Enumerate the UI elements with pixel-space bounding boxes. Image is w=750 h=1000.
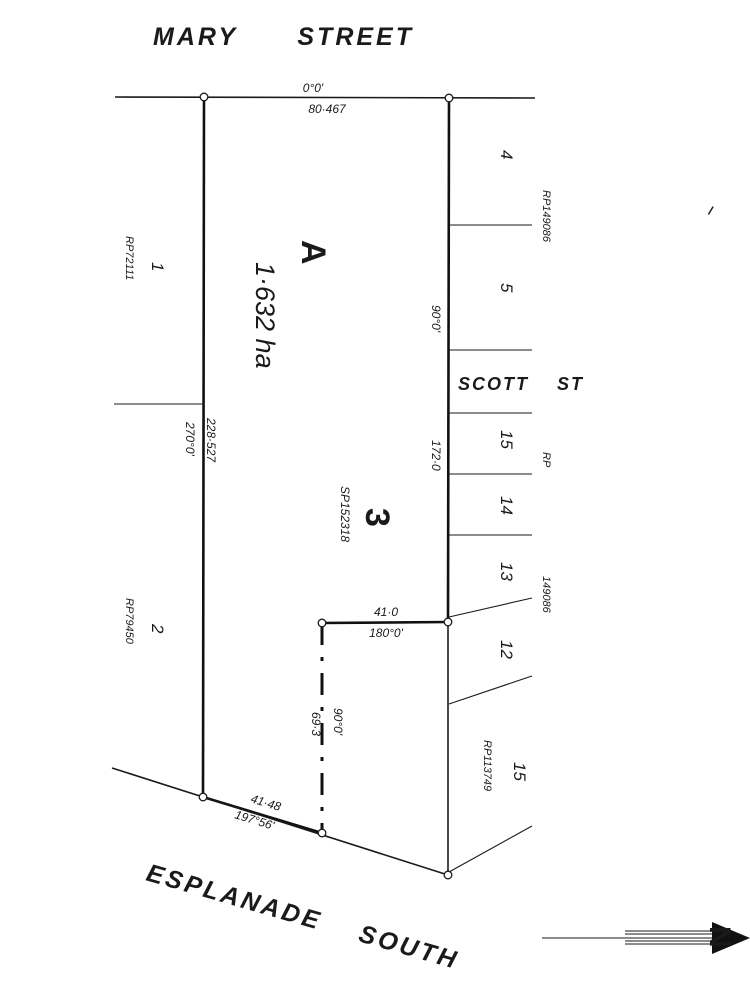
corner-marker — [444, 93, 454, 103]
lot2-plan: RP79450 — [123, 598, 135, 645]
west-distance: 228·527 — [204, 417, 218, 463]
lot2-number: 2 — [148, 623, 167, 634]
corner-marker — [443, 617, 453, 627]
corner-marker — [199, 92, 209, 102]
corner-marker — [317, 618, 327, 628]
lot1-plan: RP72111 — [123, 236, 135, 280]
inner-distance: 69·3 — [309, 712, 323, 736]
plan-149086-mid: 149086 — [540, 576, 552, 614]
corner-marker — [443, 870, 453, 880]
esplanade-boundary — [111, 767, 449, 876]
lot4-number: 4 — [497, 150, 516, 159]
stray-mark: ı — [706, 200, 717, 219]
lot12-lot15-divider — [448, 675, 533, 705]
north-arrow-label: N — [703, 926, 736, 948]
plan-149086-upper: RP149086 — [540, 190, 552, 243]
east-distance: 172·0 — [429, 440, 443, 471]
lot-plan-number: SP152318 — [338, 486, 352, 542]
esplanade-south-label: ESPLANADE SOUTH — [143, 859, 462, 975]
parcel-west-boundary — [201, 96, 206, 798]
mary-street-label: MARY STREET — [153, 23, 414, 51]
lot13-lot12-divider — [448, 597, 533, 618]
north-arrow-icon — [542, 922, 750, 954]
mary-street-boundary — [114, 96, 536, 99]
north-bearing: 0°0' — [303, 81, 324, 95]
lot13-number: 13 — [497, 562, 516, 581]
lot1-number: 1 — [148, 262, 167, 271]
step-bearing: 180°0' — [369, 626, 403, 640]
south-bearing: 197°56' — [233, 807, 276, 832]
lot5-number: 5 — [497, 283, 516, 293]
east-bearing: 90°0' — [429, 305, 443, 333]
parcel-east-boundary — [446, 97, 451, 623]
lot14-number: 14 — [497, 496, 516, 515]
step-distance: 41·0 — [374, 605, 398, 619]
south-distance: 41·48 — [249, 791, 283, 813]
parcel-letter: A — [294, 240, 332, 265]
corner-marker — [198, 792, 208, 802]
parcel-step-boundary — [321, 620, 449, 625]
inner-bearing: 90°0' — [331, 708, 345, 736]
parcel-area: 1·632 ha — [250, 262, 280, 369]
lot15-upper-number: 15 — [497, 430, 516, 449]
lot15-lower-plan: RP113749 — [481, 740, 493, 791]
rp-label: RP — [540, 452, 552, 468]
scott-street-label: SCOTT ST — [458, 374, 584, 394]
lot15-lower-number: 15 — [510, 762, 529, 781]
lot12-number: 12 — [497, 640, 516, 659]
west-bearing: 270°0' — [183, 421, 197, 456]
lot15-south-divider — [448, 825, 533, 873]
corner-marker — [317, 828, 327, 838]
north-distance: 80·467 — [308, 102, 347, 116]
lot-number: 3 — [358, 508, 396, 527]
